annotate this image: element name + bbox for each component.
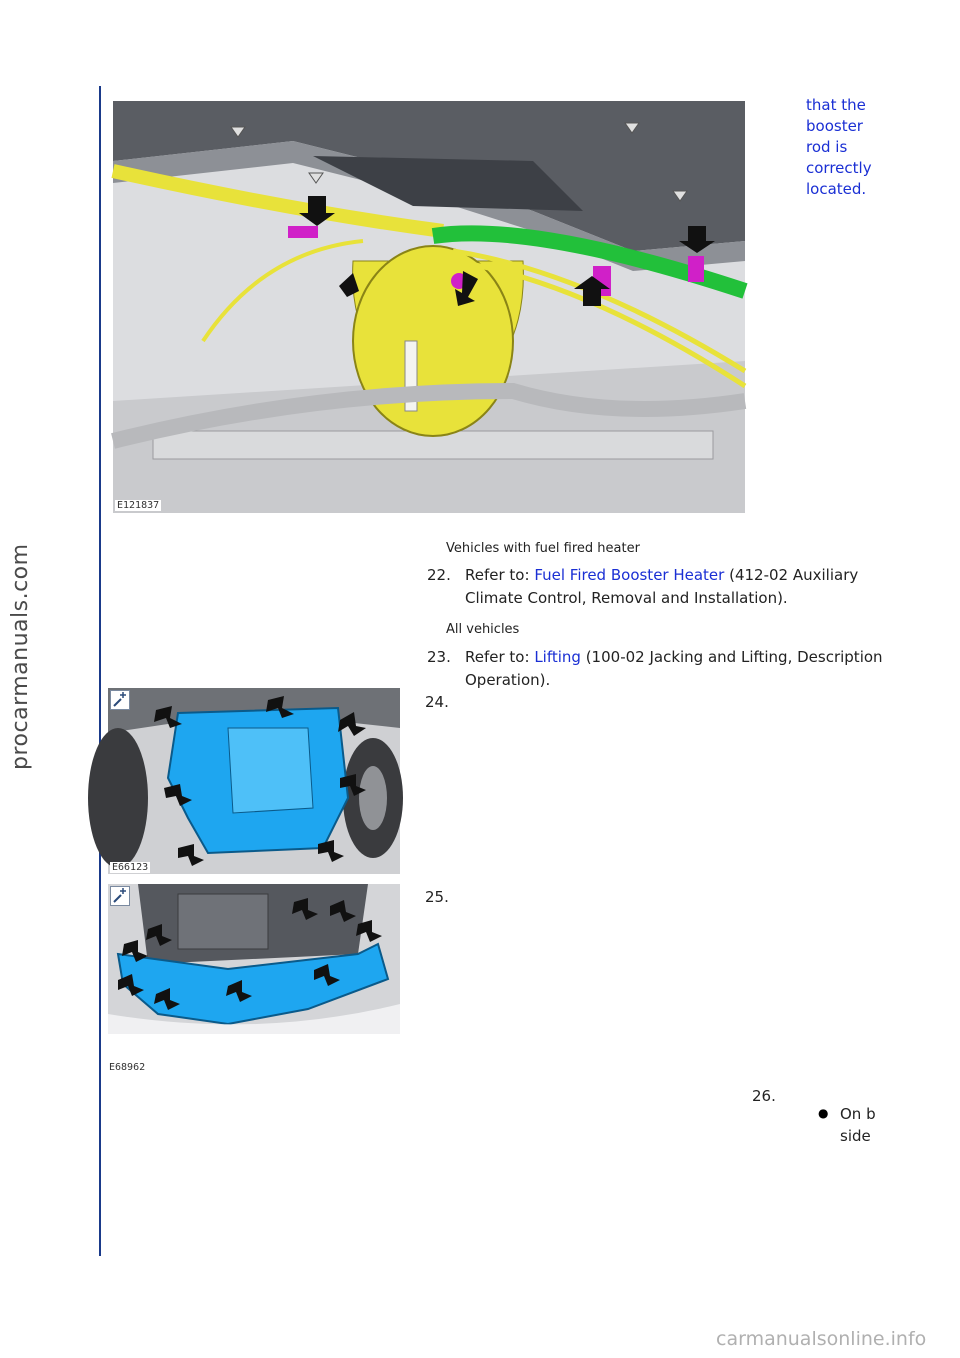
reference-continuation: Climate Control, Removal and Installatio…: [465, 589, 788, 607]
reference-suffix: (100-02 Jacking and Lifting, Description: [580, 648, 883, 666]
note-line: booster: [806, 117, 863, 135]
step-number: 24.: [425, 693, 449, 711]
refer-to-label: Refer to:: [465, 566, 535, 584]
figure-code-label: E121837: [115, 500, 162, 511]
step-number: 23.: [427, 648, 451, 666]
figure-splash-shield: [108, 884, 400, 1034]
figure-code-label: E68962: [109, 1062, 146, 1073]
step-number: 25.: [425, 888, 449, 906]
step-22-text: Refer to: Fuel Fired Booster Heater (412…: [465, 564, 875, 610]
step-23-text: Refer to: Lifting (100-02 Jacking and Li…: [465, 646, 883, 692]
splash-shield-illustration: [108, 884, 400, 1034]
link-fuel-fired-booster-heater[interactable]: Fuel Fired Booster Heater: [534, 566, 725, 584]
note-line: located.: [806, 180, 867, 198]
bullet-line: On b: [840, 1105, 876, 1123]
bullet-dot-icon: ●: [818, 1106, 829, 1120]
figure-brake-booster: E121837: [111, 101, 748, 513]
reference-continuation: Operation).: [465, 671, 551, 689]
note-line: correctly: [806, 159, 872, 177]
figure-undershield: E66123: [88, 688, 403, 874]
bottom-watermark: carmanualsonline.info: [716, 1328, 927, 1350]
reference-suffix: (412-02 Auxiliary: [724, 566, 859, 584]
zoom-icon[interactable]: [110, 690, 130, 710]
step-26-bullet-text: On b side: [840, 1103, 876, 1147]
subheading-fuel-fired-heater: Vehicles with fuel fired heater: [446, 541, 640, 556]
bullet-line: side: [840, 1127, 871, 1145]
link-lifting[interactable]: Lifting: [534, 648, 581, 666]
left-margin-rule: [99, 86, 101, 1256]
refer-to-label: Refer to:: [465, 648, 535, 666]
subheading-all-vehicles: All vehicles: [446, 622, 520, 637]
note-line: rod is: [806, 138, 848, 156]
step-number: 22.: [427, 566, 451, 584]
brake-booster-illustration: [111, 101, 748, 513]
booster-rod-note: that the booster rod is correctly locate…: [806, 95, 872, 200]
undershield-illustration: [88, 688, 403, 874]
side-watermark: procarmanuals.com: [8, 543, 33, 770]
figure-code-label: E66123: [110, 862, 151, 873]
zoom-icon[interactable]: [110, 886, 130, 906]
step-number: 26.: [752, 1087, 776, 1105]
note-line: that the: [806, 96, 866, 114]
